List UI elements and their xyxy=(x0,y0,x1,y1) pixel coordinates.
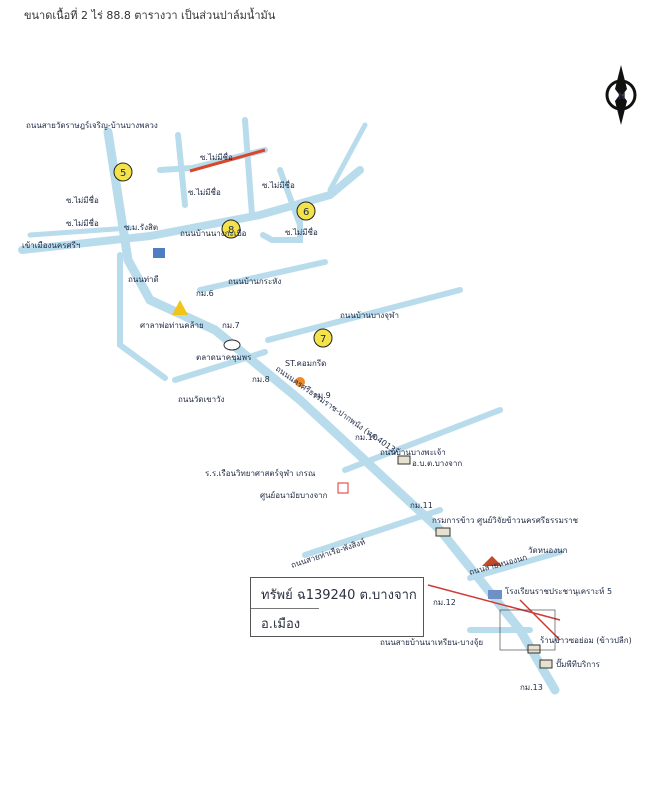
label-rice-shop: ร้านข้าวซอย่อม (ข้าวปลีก) xyxy=(540,636,632,645)
label-main-highway: ถนนนครศรีธรรมราช-ปากพนัง (ทล.4013) xyxy=(274,364,400,456)
label-soi-2: ซ.ไม่มีชื่อ xyxy=(66,217,99,228)
marker-5-label: 5 xyxy=(120,168,126,179)
label-km11: กม.11 xyxy=(410,501,433,510)
school-icon xyxy=(488,590,502,599)
label-road-ban-krahang: ถนนบ้านกระหัง xyxy=(228,277,282,286)
rice-center-icon xyxy=(435,527,451,537)
label-school-rachaprachanukhro: โรงเรียนราชประชานุเคราะห์ 5 xyxy=(505,586,612,596)
label-road-tha-ruea: ถนนสายท่าเรือ-พังสิงห์ xyxy=(290,536,367,569)
label-soi-6: ซ.ไม่มีชื่อ xyxy=(285,226,318,237)
label-km8: กม.8 xyxy=(252,375,270,384)
marker-5: 5 xyxy=(113,162,133,182)
label-health-center: ศูนย์อนามัยบางจาก xyxy=(260,490,328,501)
label-km13: กม.13 xyxy=(520,683,543,692)
label-st-station: ST.คอมกรีด xyxy=(285,359,326,368)
label-m-rangsit: ซ.ม.รังสิต xyxy=(124,223,158,232)
label-km9: กม.9 xyxy=(313,391,331,400)
label-road-city: เข้าเมืองนครศรีฯ xyxy=(22,241,80,250)
label-science-school: ร.ร.เรือนวิทยาศาสตร์จุฬา เกรณ xyxy=(205,468,316,478)
marker-6: 6 xyxy=(296,201,316,221)
road-city xyxy=(18,166,364,254)
marker-6-label: 6 xyxy=(303,207,309,218)
highlight-connector xyxy=(427,584,561,621)
label-soi-3: ซ.ไม่มีชื่อ xyxy=(200,151,233,162)
wat-icon xyxy=(482,556,502,566)
ptt-icon xyxy=(223,339,241,351)
label-pt-service: ปั๊มพีทีบริการ xyxy=(556,658,601,669)
label-km10: กม.10 xyxy=(355,433,378,442)
label-km6: กม.6 xyxy=(196,289,214,298)
label-soi-4: ซ.ไม่มีชื่อ xyxy=(188,186,221,197)
temple-icon xyxy=(172,300,188,315)
hospital-icon xyxy=(337,482,349,494)
marker-7-label: 7 xyxy=(320,334,326,345)
highlight-road xyxy=(189,148,266,173)
building-icon xyxy=(153,248,165,258)
tambon-office-icon xyxy=(397,455,411,465)
label-road-ban-nang: ถนนบ้านนางกะเบือ xyxy=(180,229,247,238)
label-rice-center: กรมการข้าว ศูนย์วิจัยข้าวนครศรีธรรมราช xyxy=(432,515,579,526)
label-tambon-office: อ.บ.ต.บางจาก xyxy=(412,459,462,468)
label-wat-nong-nok: วัดหนองนก xyxy=(528,546,568,555)
label-road-bang-phachao: ถนนบ้านบางพะเจ้า xyxy=(380,448,446,457)
property-callout: ทรัพย์ ฉ139240 ต.บางจาก อ.เมือง xyxy=(250,577,424,637)
label-soi-5: ซ.ไม่มีชื่อ xyxy=(262,179,295,190)
label-road-bang-chula: ถนนบ้านบางจุฬา xyxy=(340,311,399,320)
label-market: ตลาดนาคชุมพร xyxy=(196,353,252,362)
callout-line-2: อ.เมือง xyxy=(251,608,319,633)
label-shrine: ศาลาพ่อท่านคล้าย xyxy=(140,321,204,330)
label-soi-1: ซ.ไม่มีชื่อ xyxy=(66,194,99,205)
label-km12: กม.12 xyxy=(433,598,456,607)
marker-8: 8 xyxy=(221,219,241,239)
station-icon xyxy=(295,377,305,387)
highlight-plot xyxy=(519,599,561,641)
compass-icon: N xyxy=(605,65,637,125)
marker-7: 7 xyxy=(313,328,333,348)
map-header: ขนาดเนื้อที่ 2 ไร่ 88.8 ตารางวา เป็นส่วน… xyxy=(24,9,276,22)
label-road-top-left: ถนนสายวัดราษฎร์เจริญ-บ้านบางพลวง xyxy=(26,120,158,130)
shop-icon xyxy=(527,644,541,654)
road-network xyxy=(18,117,563,695)
label-road-tha-dee: ถนนท่าดี xyxy=(128,275,159,284)
compass-letter: N xyxy=(618,92,626,102)
plot-outline xyxy=(499,609,556,651)
label-km7: กม.7 xyxy=(222,321,240,330)
label-road-wat: ถนนวัดเขาวัง xyxy=(178,395,225,404)
marker-8-label: 8 xyxy=(228,225,234,236)
callout-line-1: ทรัพย์ ฉ139240 ต.บางจาก xyxy=(261,588,417,603)
service-icon xyxy=(539,659,553,669)
label-road-na-rian: ถนนสายบ้านนาเหรียน-บางจุ้ย xyxy=(380,638,483,647)
main-highway-line xyxy=(103,127,560,695)
